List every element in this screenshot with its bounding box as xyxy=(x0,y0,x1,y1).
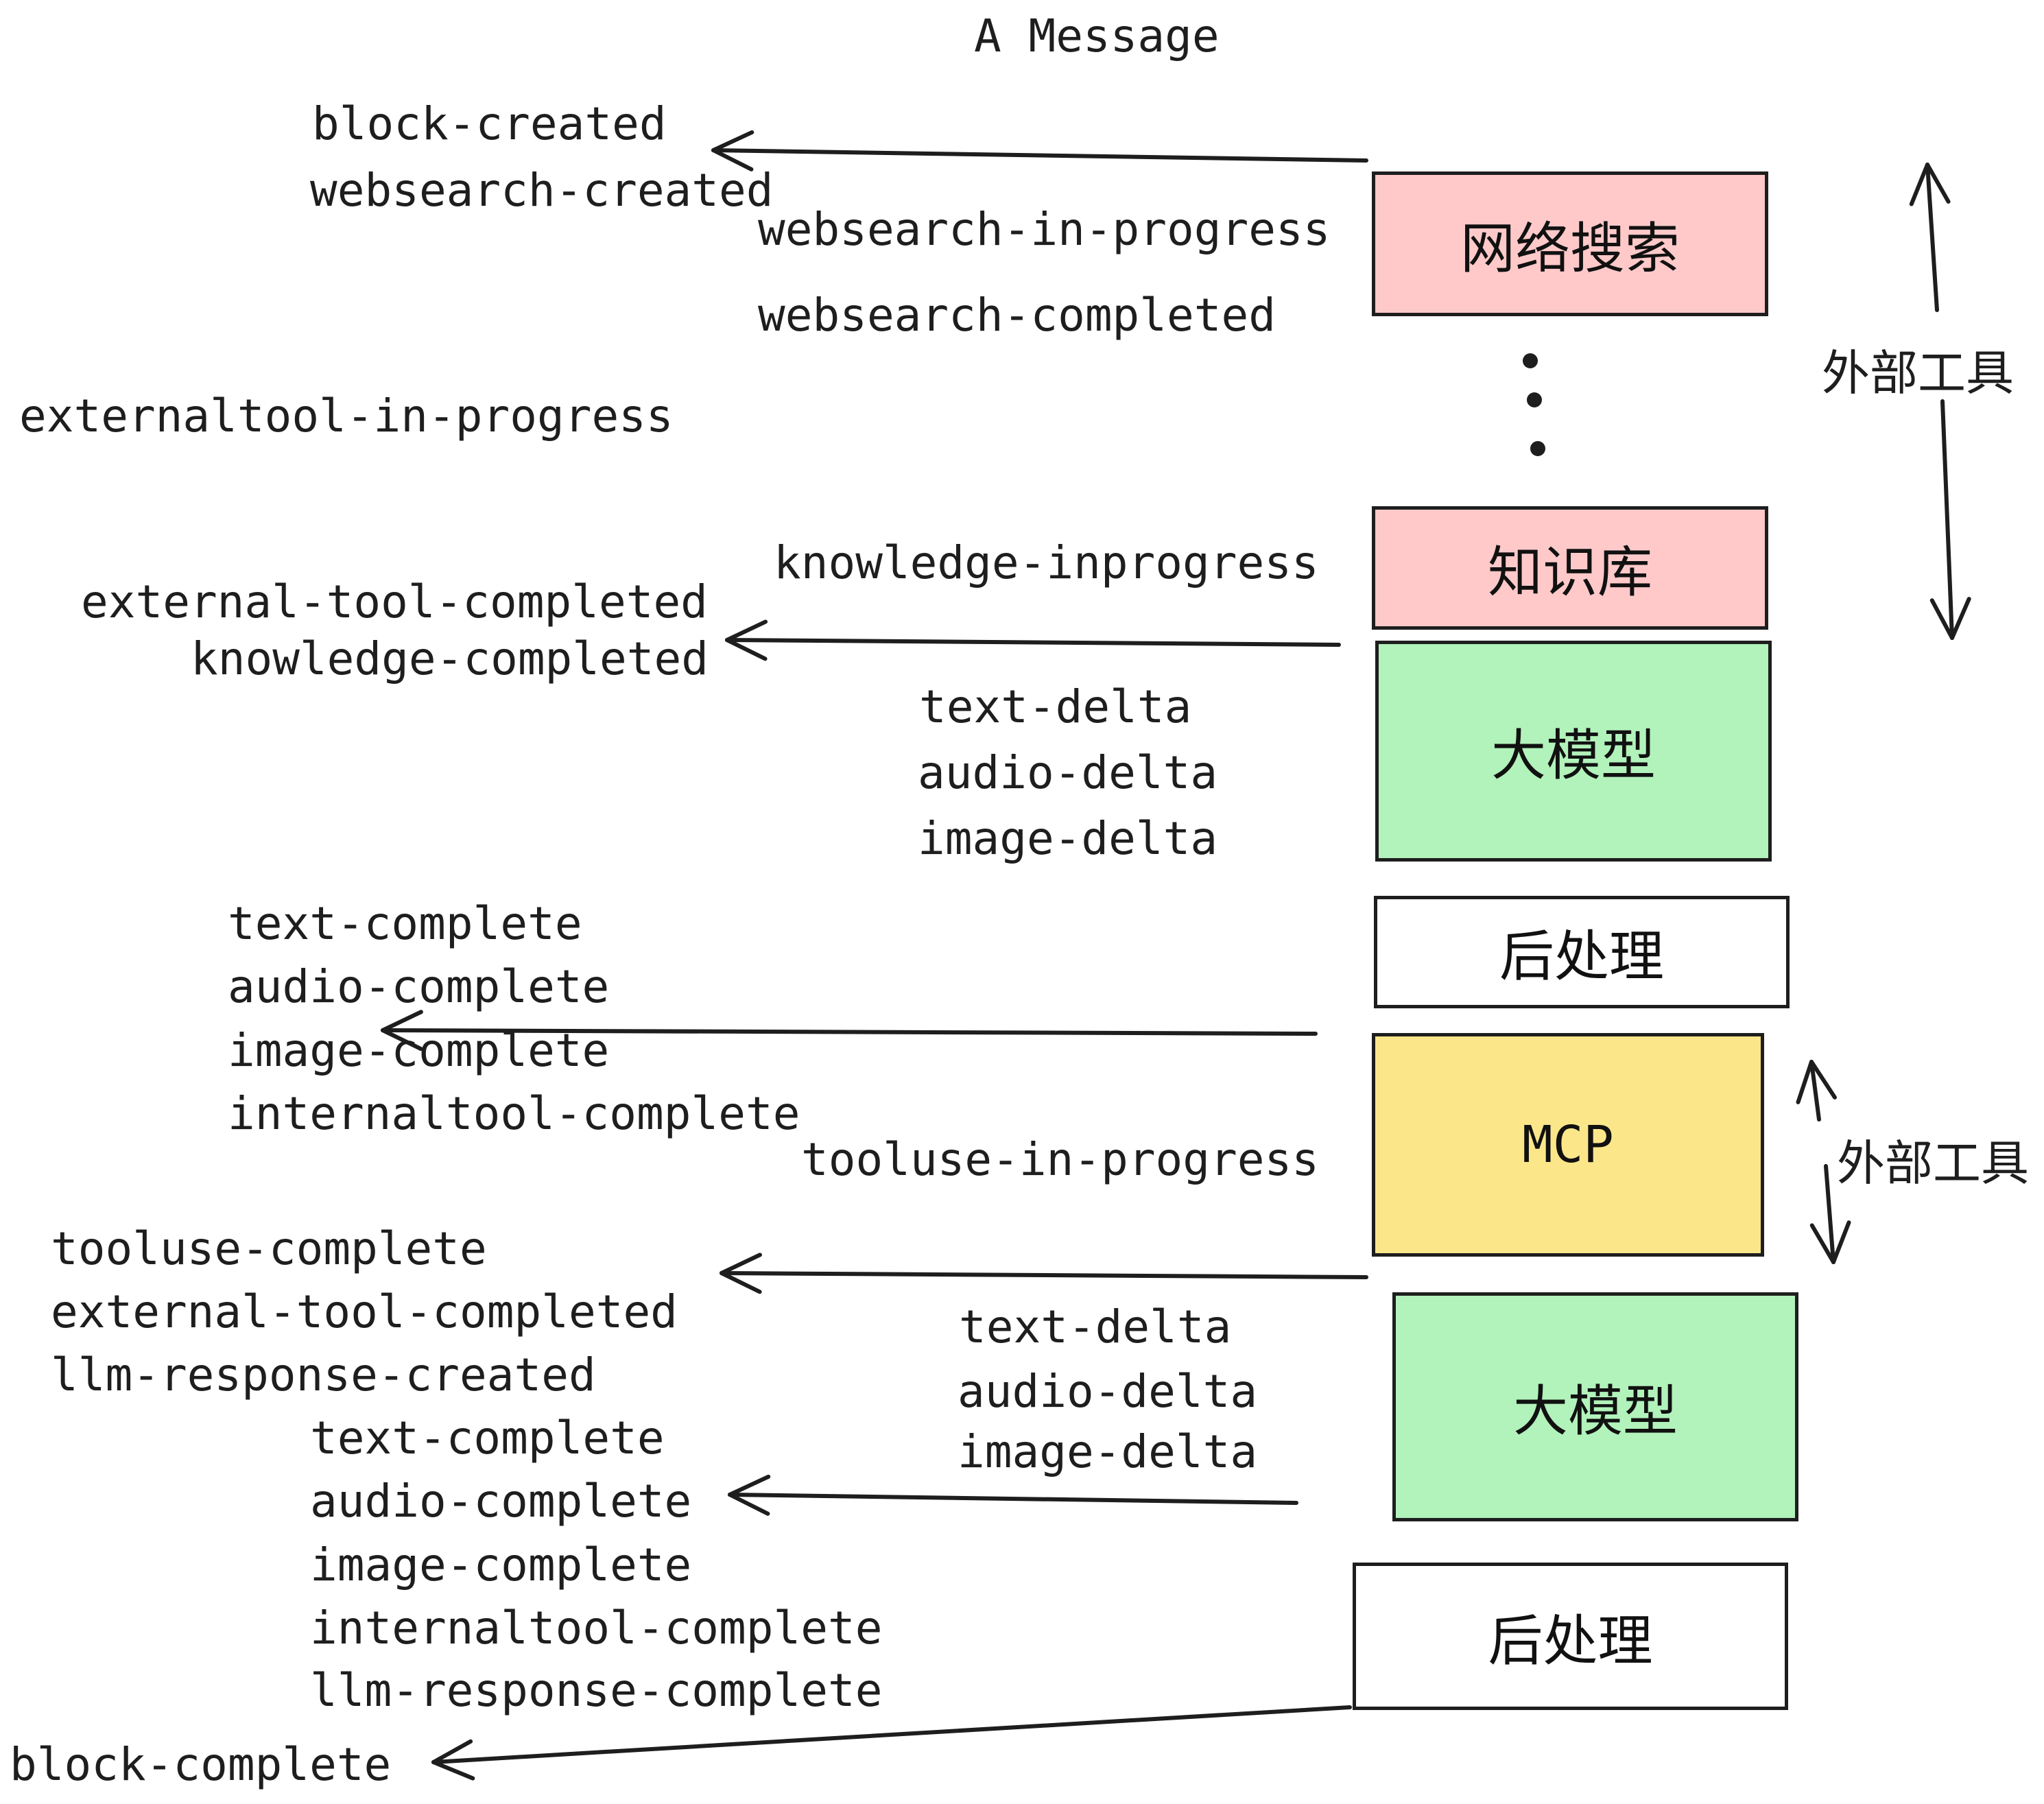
arrow-shaft xyxy=(725,638,1341,647)
arrow-shaft xyxy=(381,1028,1318,1036)
event-label-text-delta-1: text-delta xyxy=(919,680,1192,733)
box-label-llm-2: 大模型 xyxy=(1513,1379,1678,1443)
ellipsis-dot xyxy=(1523,353,1538,368)
ellipsis-dot xyxy=(1527,392,1542,407)
arrow-head xyxy=(431,1739,473,1764)
arrow-to-audio-complete-2 xyxy=(728,1474,1298,1516)
arrow-shaft xyxy=(711,148,1368,163)
arrow-to-block-created xyxy=(711,130,1368,171)
box-label-llm-1: 大模型 xyxy=(1491,724,1656,787)
event-label-websearch-completed: websearch-completed xyxy=(758,289,1276,342)
arrow-external-tools-top-down xyxy=(1929,399,1971,640)
arrow-external-tools-bottom-down xyxy=(1809,1164,1851,1264)
arrow-shaft xyxy=(1940,399,1954,640)
side-label-external-tools-bottom: 外部工具 xyxy=(1837,1135,2029,1191)
arrow-head xyxy=(1925,163,1951,204)
arrow-shaft xyxy=(728,1493,1298,1505)
arrow-shaft xyxy=(431,1705,1352,1764)
event-label-image-delta-1: image-delta xyxy=(918,812,1218,865)
box-websearch: 网络搜索 xyxy=(1372,171,1768,316)
event-label-tooluse-complete: tooluse-complete xyxy=(51,1222,487,1275)
side-label-external-tools-top: 外部工具 xyxy=(1822,345,2014,401)
event-label-externaltool-in-progress: externaltool-in-progress xyxy=(19,390,674,442)
arrow-head xyxy=(381,1010,423,1032)
event-label-audio-complete-2: audio-complete xyxy=(310,1475,692,1528)
arrow-head xyxy=(1950,597,1971,640)
event-label-block-created: block-created xyxy=(312,97,667,150)
event-label-websearch-created: websearch-created xyxy=(310,164,774,217)
event-label-text-delta-2: text-delta xyxy=(959,1301,1232,1353)
event-label-block-complete: block-complete xyxy=(10,1738,392,1791)
arrow-external-tools-bottom-up xyxy=(1796,1060,1837,1121)
box-label-knowledge: 知识库 xyxy=(1488,541,1652,604)
arrow-head xyxy=(381,1028,423,1052)
event-label-audio-delta-2: audio-delta xyxy=(958,1365,1258,1418)
arrow-head xyxy=(1809,1060,1837,1100)
box-label-postprocess-2: 后处理 xyxy=(1488,1609,1653,1673)
event-label-audio-delta-1: audio-delta xyxy=(918,746,1218,799)
arrow-to-tooluse-complete xyxy=(720,1253,1368,1294)
arrow-head xyxy=(1909,163,1929,206)
event-label-llm-response-complete: llm-response-complete xyxy=(310,1664,883,1717)
event-label-websearch-in-progress: websearch-in-progress xyxy=(758,203,1331,256)
arrow-to-block-complete xyxy=(431,1705,1352,1781)
box-llm-1: 大模型 xyxy=(1375,641,1772,862)
arrow-head xyxy=(1831,1220,1851,1264)
event-label-internaltool-complete-1: internaltool-complete xyxy=(228,1087,800,1140)
arrow-head xyxy=(711,130,754,152)
event-label-text-complete-1: text-complete xyxy=(228,897,582,950)
arrow-to-knowledge-completed xyxy=(725,619,1341,661)
arrow-external-tools-top-up xyxy=(1909,163,1951,312)
arrow-shaft xyxy=(1824,1164,1835,1264)
arrow-to-image-complete-1 xyxy=(381,1010,1318,1052)
arrow-head xyxy=(720,1253,762,1275)
diagram-title: A Message xyxy=(974,10,1220,62)
box-mcp: MCP xyxy=(1372,1033,1764,1257)
arrow-head xyxy=(1796,1060,1814,1104)
event-label-image-complete-2: image-complete xyxy=(310,1539,692,1591)
ellipsis-dot xyxy=(1530,441,1545,456)
arrow-head xyxy=(728,1474,771,1497)
box-label-mcp: MCP xyxy=(1522,1115,1614,1174)
event-label-image-delta-2: image-delta xyxy=(958,1425,1258,1478)
arrow-shaft xyxy=(1809,1060,1821,1121)
arrow-shaft xyxy=(720,1271,1368,1279)
arrow-head xyxy=(728,1493,770,1516)
event-label-text-complete-2: text-complete xyxy=(310,1412,665,1464)
event-label-image-complete-1: image-complete xyxy=(228,1024,610,1077)
arrow-head xyxy=(725,619,768,642)
event-label-external-tool-completed-1: external-tool-completed xyxy=(81,575,708,628)
event-label-tooluse-in-progress: tooluse-in-progress xyxy=(801,1133,1319,1186)
event-label-internaltool-complete-2: internaltool-complete xyxy=(310,1602,883,1654)
event-label-audio-complete-1: audio-complete xyxy=(228,960,610,1013)
event-label-llm-response-created: llm-response-created xyxy=(51,1349,596,1401)
box-label-postprocess-1: 后处理 xyxy=(1499,925,1664,988)
arrow-head xyxy=(720,1271,762,1294)
box-label-websearch: 网络搜索 xyxy=(1460,216,1680,281)
arrow-head xyxy=(725,638,768,661)
event-label-knowledge-inprogress: knowledge-inprogress xyxy=(774,536,1319,589)
arrow-shaft xyxy=(1925,163,1939,312)
box-llm-2: 大模型 xyxy=(1392,1292,1798,1521)
arrow-head xyxy=(1809,1223,1835,1264)
event-label-knowledge-completed: knowledge-completed xyxy=(191,632,709,685)
arrow-head xyxy=(431,1760,475,1781)
arrow-head xyxy=(711,148,754,171)
event-label-external-tool-completed-2: external-tool-completed xyxy=(51,1285,678,1338)
arrow-head xyxy=(1929,598,1954,640)
box-postprocess-2: 后处理 xyxy=(1353,1563,1788,1710)
box-postprocess-1: 后处理 xyxy=(1374,896,1790,1008)
box-knowledge: 知识库 xyxy=(1372,506,1768,630)
